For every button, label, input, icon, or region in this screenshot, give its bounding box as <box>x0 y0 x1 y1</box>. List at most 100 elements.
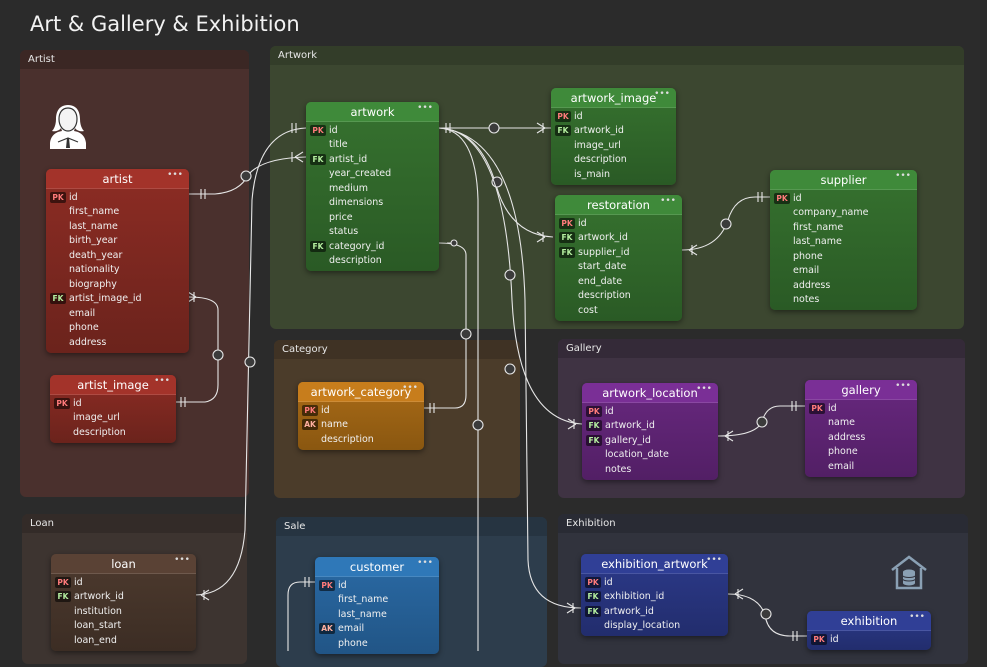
field-row[interactable]: institution <box>51 604 196 619</box>
field-row[interactable]: image_url <box>551 138 676 153</box>
field-row[interactable]: description <box>306 254 439 269</box>
field-row[interactable]: notes <box>770 293 917 308</box>
field-row[interactable]: phone <box>46 321 189 336</box>
field-row[interactable]: phone <box>315 636 439 651</box>
field-row[interactable]: notes <box>582 462 718 477</box>
table-header[interactable]: artwork_location••• <box>582 383 718 403</box>
field-row[interactable]: address <box>46 335 189 350</box>
field-row[interactable]: status <box>306 225 439 240</box>
table-header[interactable]: customer••• <box>315 557 439 577</box>
table-header[interactable]: artist_image••• <box>50 375 176 395</box>
field-row[interactable]: description <box>551 153 676 168</box>
field-row[interactable]: last_name <box>315 607 439 622</box>
table-header[interactable]: artist••• <box>46 169 189 189</box>
field-row[interactable]: email <box>770 264 917 279</box>
table-menu-icon[interactable]: ••• <box>167 170 183 180</box>
table-header[interactable]: exhibition_artwork••• <box>581 554 728 574</box>
table-header[interactable]: restoration••• <box>555 195 682 215</box>
table-menu-icon[interactable]: ••• <box>895 381 911 391</box>
table-header[interactable]: artwork_category••• <box>298 382 424 402</box>
table-menu-icon[interactable]: ••• <box>174 555 190 565</box>
field-row[interactable]: title <box>306 138 439 153</box>
table-menu-icon[interactable]: ••• <box>402 383 418 393</box>
field-row[interactable]: end_date <box>555 274 682 289</box>
table-menu-icon[interactable]: ••• <box>154 376 170 386</box>
field-row[interactable]: name <box>805 416 917 431</box>
field-row[interactable]: email <box>805 459 917 474</box>
table-header[interactable]: exhibition••• <box>807 611 931 631</box>
field-row[interactable]: dimensions <box>306 196 439 211</box>
table-menu-icon[interactable]: ••• <box>909 612 925 622</box>
table-menu-icon[interactable]: ••• <box>654 89 670 99</box>
field-row[interactable]: phone <box>805 445 917 460</box>
field-row[interactable]: cost <box>555 303 682 318</box>
field-row[interactable]: address <box>770 278 917 293</box>
field-row[interactable]: last_name <box>770 235 917 250</box>
field-row[interactable]: description <box>50 425 176 440</box>
table-header[interactable]: artwork••• <box>306 102 439 122</box>
field-row[interactable]: loan_end <box>51 633 196 648</box>
field-row[interactable]: death_year <box>46 248 189 263</box>
table-menu-icon[interactable]: ••• <box>417 558 433 568</box>
field-row[interactable]: loan_start <box>51 619 196 634</box>
field-row[interactable]: description <box>298 432 424 447</box>
field-row[interactable]: price <box>306 210 439 225</box>
field-row[interactable]: address <box>805 430 917 445</box>
table-header[interactable]: loan••• <box>51 554 196 574</box>
field-row[interactable]: company_name <box>770 206 917 221</box>
field-row[interactable]: description <box>555 289 682 304</box>
field-row[interactable]: nationality <box>46 263 189 278</box>
table-header[interactable]: artwork_image••• <box>551 88 676 108</box>
table-menu-icon[interactable]: ••• <box>895 171 911 181</box>
field-row[interactable]: last_name <box>46 219 189 234</box>
field-row[interactable]: medium <box>306 181 439 196</box>
field-row[interactable]: first_name <box>46 205 189 220</box>
field-row[interactable]: is_main <box>551 167 676 182</box>
table-menu-icon[interactable]: ••• <box>696 384 712 394</box>
table-menu-icon[interactable]: ••• <box>660 196 676 206</box>
field-row[interactable]: image_url <box>50 411 176 426</box>
field-row[interactable]: first_name <box>315 593 439 608</box>
table-header[interactable]: supplier••• <box>770 170 917 190</box>
table-header[interactable]: gallery••• <box>805 380 917 400</box>
field-row[interactable]: location_date <box>582 448 718 463</box>
field-row[interactable]: year_created <box>306 167 439 182</box>
field-row[interactable]: first_name <box>770 220 917 235</box>
field-row[interactable]: start_date <box>555 260 682 275</box>
